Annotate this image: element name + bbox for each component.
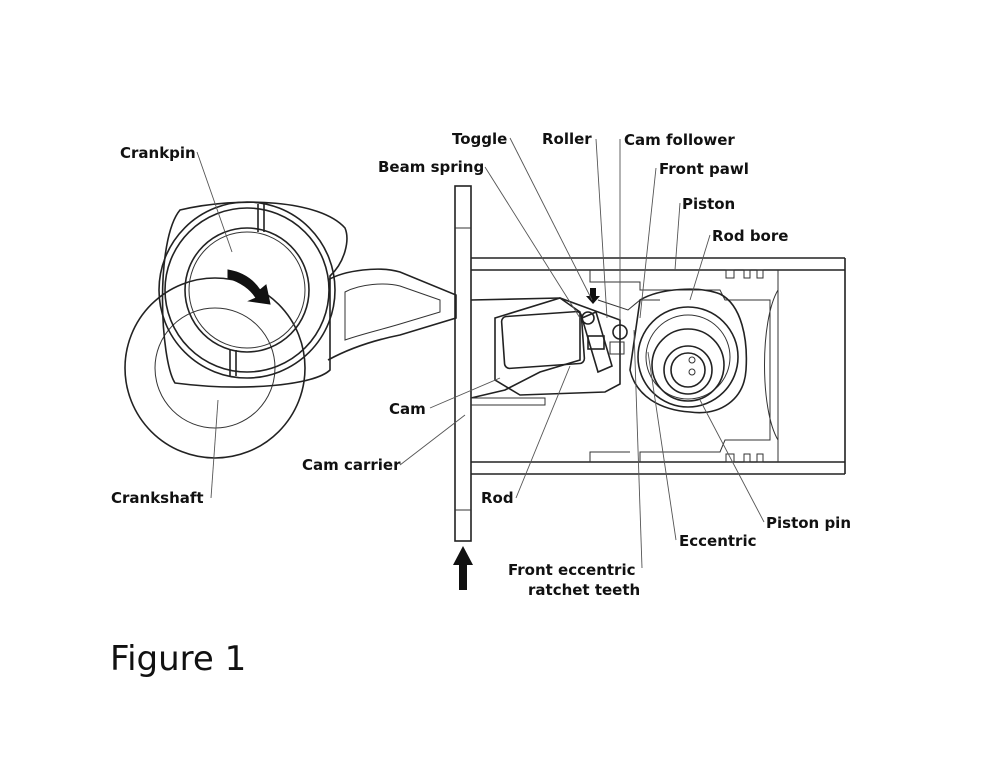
small-arrow-icon	[586, 288, 600, 304]
label-cam-follower: Cam follower	[624, 131, 735, 149]
toggle-mechanism	[581, 288, 660, 374]
label-piston-pin: Piston pin	[766, 514, 851, 532]
label-roller: Roller	[542, 130, 592, 148]
cam-carrier-plate	[454, 185, 472, 542]
label-rod-bore: Rod bore	[712, 227, 788, 245]
connecting-rod-drawing	[161, 201, 457, 388]
label-beam-spring: Beam spring	[378, 158, 484, 176]
label-eccentric: Eccentric	[679, 532, 756, 550]
label-crankpin: Crankpin	[120, 144, 196, 162]
crankshaft-drawing	[124, 277, 306, 459]
rotation-arrow-icon	[227, 269, 271, 305]
label-cam-carrier: Cam carrier	[302, 456, 401, 474]
up-arrow-icon	[453, 546, 473, 590]
label-cam: Cam	[389, 400, 426, 418]
figure-caption: Figure 1	[110, 639, 246, 679]
label-piston: Piston	[682, 195, 735, 213]
label-crankshaft: Crankshaft	[111, 489, 204, 507]
rod-drawing	[494, 297, 621, 396]
cam-drawing	[470, 297, 581, 406]
housing-drawing	[471, 257, 846, 475]
label-front-eccentric-line1: Front eccentric	[508, 561, 635, 579]
leader-lines	[196, 137, 765, 569]
crankpin-drawing	[158, 201, 336, 379]
label-front-pawl: Front pawl	[659, 160, 749, 178]
label-rod: Rod	[481, 489, 514, 507]
eccentric-drawing	[629, 288, 748, 414]
label-front-eccentric-line2: ratchet teeth	[528, 581, 640, 599]
label-toggle: Toggle	[452, 130, 507, 148]
